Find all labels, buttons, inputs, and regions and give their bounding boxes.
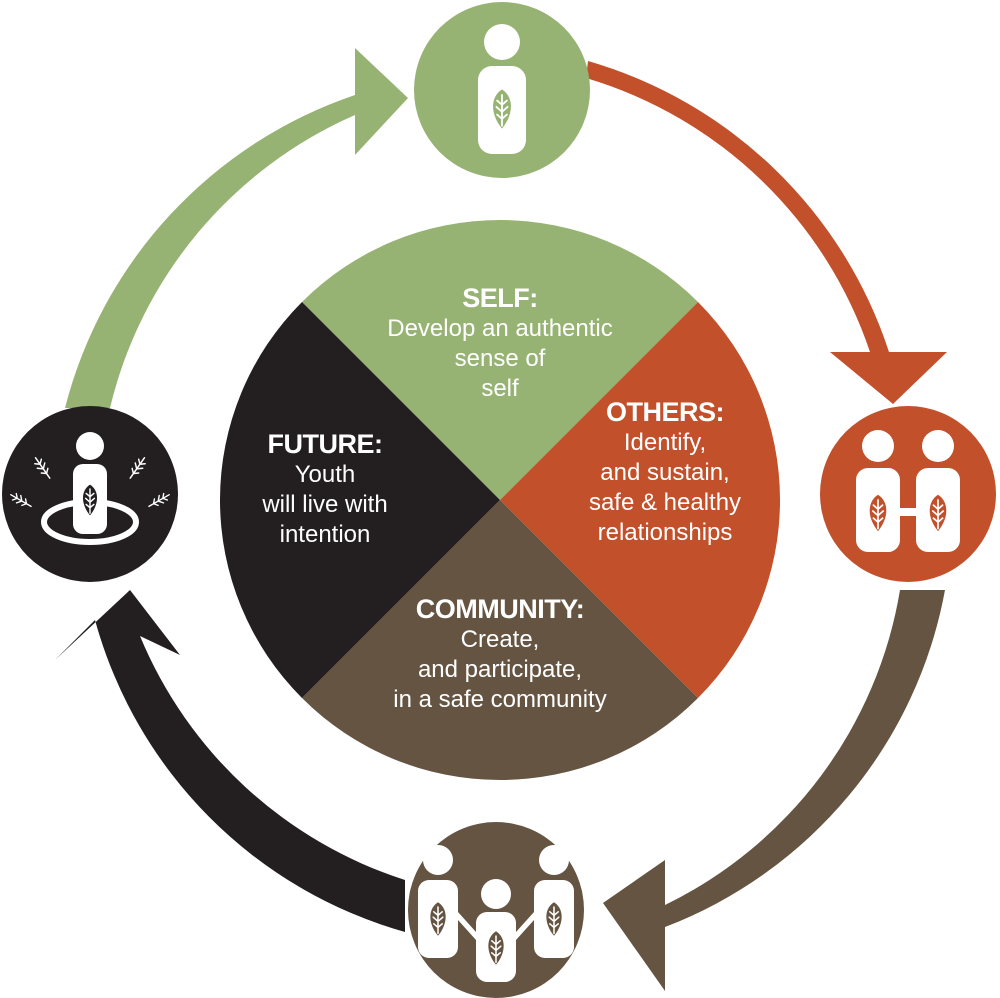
future-description: Youth will live with intention xyxy=(262,461,388,548)
arrow-future-to-self xyxy=(65,48,408,408)
center-circle xyxy=(219,219,781,781)
others-label: OTHERS: Identify, and sustain, safe & he… xyxy=(560,396,770,548)
self-label: SELF: Develop an authentic sense of self xyxy=(350,282,650,404)
arrow-others-to-community xyxy=(603,590,945,991)
community-heading: COMMUNITY: xyxy=(415,594,585,624)
community-description: Create, and participate, in a safe commu… xyxy=(393,626,607,713)
person-leaves-ring-icon xyxy=(2,432,178,545)
node-others xyxy=(820,406,996,582)
self-heading: SELF: xyxy=(462,283,538,313)
node-community xyxy=(408,822,584,998)
others-heading: OTHERS: xyxy=(606,397,725,427)
node-future xyxy=(2,406,178,582)
others-description: Identify, and sustain, safe & healthy re… xyxy=(588,429,742,546)
three-people-linked-icon xyxy=(418,845,574,982)
segment-community xyxy=(302,500,698,781)
person-leaf-icon xyxy=(478,24,526,154)
arrow-community-to-future xyxy=(55,590,405,932)
segment-self xyxy=(302,219,698,500)
self-description: Develop an authentic sense of self xyxy=(387,315,613,402)
future-heading: FUTURE: xyxy=(267,429,383,459)
segment-others xyxy=(500,302,781,698)
node-self xyxy=(414,2,590,178)
two-people-linked-icon xyxy=(856,430,960,552)
segment-future xyxy=(219,302,501,698)
future-label: FUTURE: Youth will live with intention xyxy=(235,428,415,550)
cycle-arrows xyxy=(55,48,947,991)
community-label: COMMUNITY: Create, and participate, in a… xyxy=(345,593,655,715)
arrow-self-to-others xyxy=(586,61,947,404)
